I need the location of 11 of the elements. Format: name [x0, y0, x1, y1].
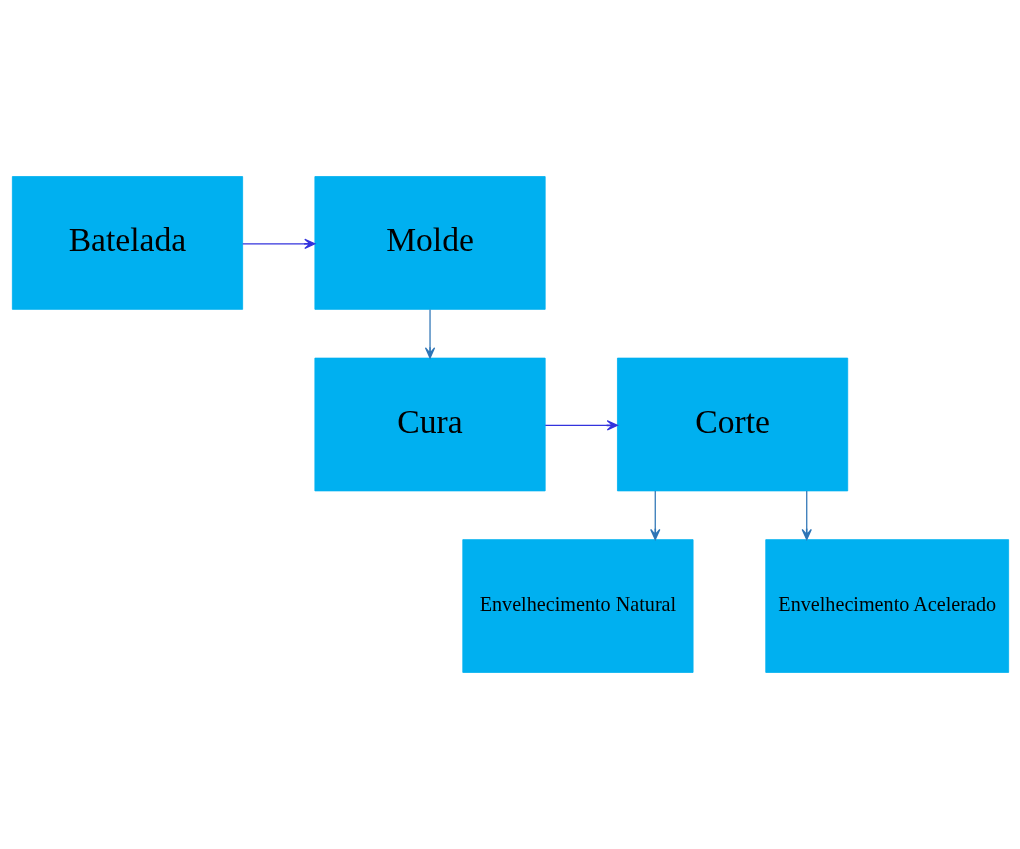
arrow [649, 490, 660, 541]
arrow [424, 308, 435, 359]
node-box: Envelhecimento Acelerado [764, 539, 1009, 673]
node-box: Cura [313, 357, 546, 492]
node-box: Corte [616, 357, 848, 492]
arrow [544, 420, 618, 431]
node-box: Envelhecimento Natural [461, 539, 693, 673]
arrow [801, 490, 812, 541]
node-box: Batelada [11, 176, 243, 310]
arrow [241, 238, 315, 249]
node-box: Molde [313, 176, 546, 310]
